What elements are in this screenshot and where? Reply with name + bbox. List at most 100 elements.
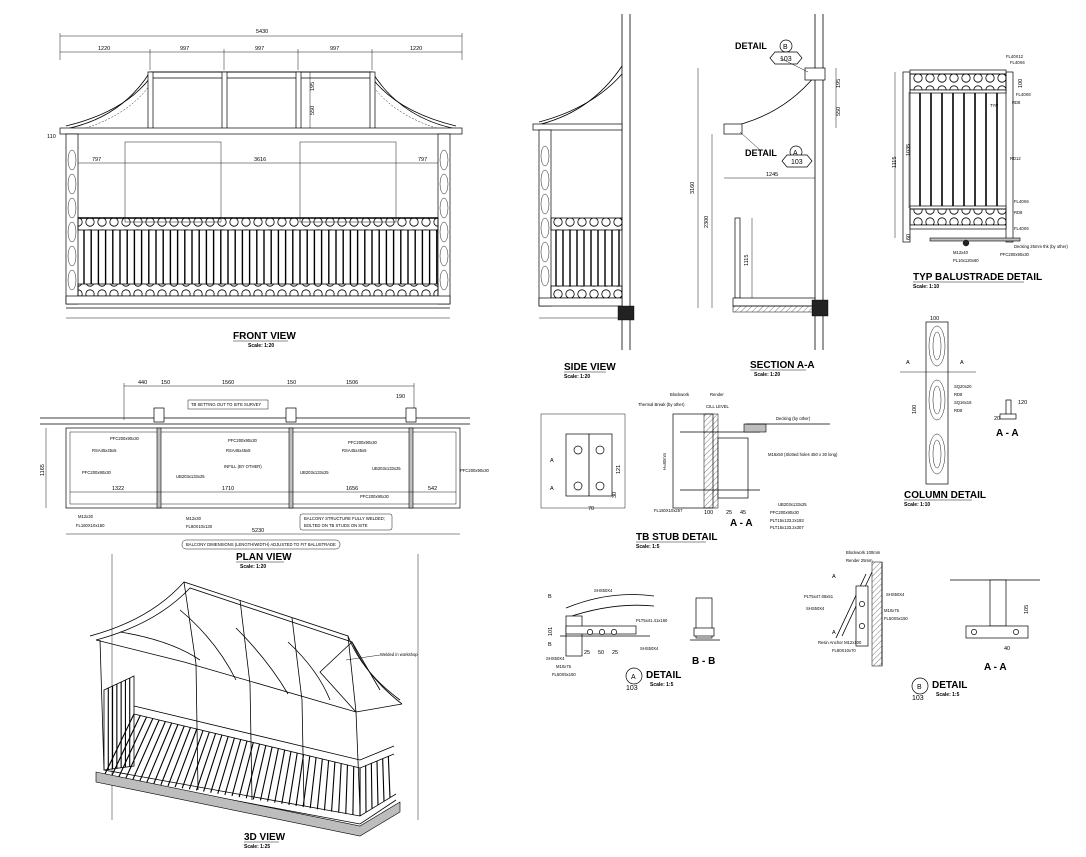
da-label-shs1: SHS50X4 xyxy=(594,588,613,593)
baluster-bar xyxy=(224,739,242,796)
bal-dim-top: 100 xyxy=(1018,79,1024,88)
balustrade-detail: 1115 1035 100 60 FL40X12 FL40X6 RD8 FL40… xyxy=(892,54,1068,290)
plan-label-pfc2: PFC200x90x30 xyxy=(228,438,258,443)
front-dim-post-b: 550 xyxy=(310,106,316,115)
bal-label-rd-b: RD8 xyxy=(1014,210,1023,215)
baluster-bar xyxy=(217,737,235,794)
section-dim-lower: 2300 xyxy=(704,216,710,228)
tb-dim-4: 25 xyxy=(726,510,732,516)
section-title: SECTION A-A xyxy=(750,360,815,371)
tb-dim-3: 100 xyxy=(704,510,713,516)
baluster-bar xyxy=(281,751,292,804)
da-label-fl: FL50X5x150 xyxy=(552,672,576,677)
baluster-bar xyxy=(259,746,273,801)
bal-label-m12: M12x40 xyxy=(953,250,969,255)
column-detail: 100 100 A A SQ20x20 RD8 SQ16x16 RD8 120 … xyxy=(900,316,1027,508)
front-view: 5430 1220 997 997 997 1220 110 195 550 xyxy=(47,29,463,349)
baluster-bar xyxy=(309,757,317,809)
da-dim-4: 101 xyxy=(548,627,554,636)
db-aa: A - A xyxy=(984,662,1007,673)
baluster-bar xyxy=(174,728,198,788)
detail-a-letter: A xyxy=(631,674,636,681)
bal-label-rd: RD8 xyxy=(1012,100,1021,105)
plan-label-ub3: UB203x133x25 xyxy=(372,466,401,471)
baluster-bar xyxy=(160,725,185,786)
detail-b-title: DETAIL xyxy=(932,680,967,691)
baluster-bar xyxy=(252,745,267,800)
baluster-bar xyxy=(245,743,261,799)
baluster-bar xyxy=(188,731,210,790)
plan-label-ub1: UB203x133x25 xyxy=(176,474,205,479)
baluster-bar xyxy=(387,756,391,798)
baluster-bar xyxy=(103,713,135,777)
plan-label-pfc5: PFC200x90x30 xyxy=(460,468,490,473)
bal-label-typ: TYP xyxy=(990,103,998,108)
col-sec-a: A xyxy=(906,360,910,366)
col-label-rd2: RD8 xyxy=(954,408,963,413)
plan-dim-bottom-1: 1322 xyxy=(112,486,124,492)
detail-b: Blockwork 100mm Render 25mm PLT5x47.08x5… xyxy=(804,550,1040,702)
balustrade-title: TYP BALUSTRADE DETAIL xyxy=(913,272,1042,283)
bal-label-fl-mid: FL40X6 xyxy=(1016,92,1031,97)
tb-dim-5: 45 xyxy=(740,510,746,516)
front-dim-lower-1: 797 xyxy=(92,157,101,163)
baluster-bar xyxy=(331,761,336,812)
view-3d: Welded in workshop 3D VIEW Scale: 1:25 xyxy=(89,554,418,850)
baluster-bar xyxy=(181,730,204,789)
da-label-shs2: SHS50X4 xyxy=(640,646,659,651)
plan-label-pfc4: PFC200x90x30 xyxy=(82,470,112,475)
detail-a-scale: Scale: 1:5 xyxy=(650,682,674,688)
plan-note-setout: TB SETTING OUT TO SITE SURVEY xyxy=(191,402,261,407)
db-label-shs1: SHS50X4 xyxy=(886,592,905,597)
plan-label-rsa3: RSA45x45x5 xyxy=(342,448,367,453)
section-detail-b-letter: B xyxy=(783,44,788,51)
plan-dim-top-1: 440 xyxy=(138,380,147,386)
front-dim-span-5: 1220 xyxy=(410,46,422,52)
detail-b-letter: B xyxy=(917,684,922,691)
col-dim-s1: 120 xyxy=(1018,400,1027,406)
bal-label-decking: Decking 25mm thk (by other) xyxy=(1014,244,1068,249)
baluster-bar xyxy=(146,722,173,783)
tb-label-decking: Decking (by other) xyxy=(776,416,811,421)
col-label-sq: SQ20x20 xyxy=(954,384,972,389)
tb-label-plt2: PLT15x133.2x307 xyxy=(770,525,804,530)
front-dim-span-2: 997 xyxy=(180,46,189,52)
baluster-bar xyxy=(345,764,348,814)
section-dim-h1: 195 xyxy=(836,79,842,88)
baluster-bar xyxy=(288,752,298,805)
plan-label-rsa1: RSA45x45x5 xyxy=(92,448,117,453)
front-dim-lower-2: 3616 xyxy=(254,157,266,163)
iso-side-balusters xyxy=(107,678,131,770)
side-view-title: SIDE VIEW xyxy=(564,362,616,373)
tb-dim-2: 70 xyxy=(588,506,594,512)
plan-dim-bottom-2: 1710 xyxy=(222,486,234,492)
baluster-bar xyxy=(316,758,323,810)
plan-label-fl2: FL80X10x130 xyxy=(186,524,213,529)
db-label-shs2: SHS50X4 xyxy=(806,606,825,611)
side-view: SIDE VIEW Scale: 1:20 xyxy=(532,14,635,380)
plan-dim-overall: 5230 xyxy=(252,528,264,534)
baluster-bar xyxy=(338,763,342,813)
baluster-bar xyxy=(238,742,254,798)
col-sec-a2: A xyxy=(960,360,964,366)
baluster-bar xyxy=(295,754,305,807)
plan-note-bal: BALCONY DIMENSIONS (LENGTH/WIDTH) ADJUST… xyxy=(186,542,336,547)
plan-label-infill: INFILL (BY OTHER) xyxy=(224,464,262,469)
bal-dim-bot: 60 xyxy=(906,234,912,240)
baluster-bar xyxy=(110,715,141,778)
baluster-bar xyxy=(203,734,223,792)
front-dim-span-4: 997 xyxy=(330,46,339,52)
baluster-bar xyxy=(382,758,385,802)
section-dim-total: 3160 xyxy=(690,182,696,194)
tb-label-ub: UB203x133x25 xyxy=(778,502,807,507)
tb-label-m16: M16x50 (Slotted holes 450 x 30 long) xyxy=(768,452,838,457)
plan-note-weld2: BOLTED ON TB STUDS ON SITE xyxy=(304,523,368,528)
plan-dim-bottom-4: 542 xyxy=(428,486,437,492)
detail-b-scale: Scale: 1:5 xyxy=(936,692,960,698)
da-dim-2: 50 xyxy=(598,650,604,656)
plan-label-ub2: UB203x133x25 xyxy=(300,470,329,475)
column-scale: Scale: 1:10 xyxy=(904,502,930,508)
plan-dim-top-5: 1506 xyxy=(346,380,358,386)
section-detail-a-letter: A xyxy=(793,150,798,157)
